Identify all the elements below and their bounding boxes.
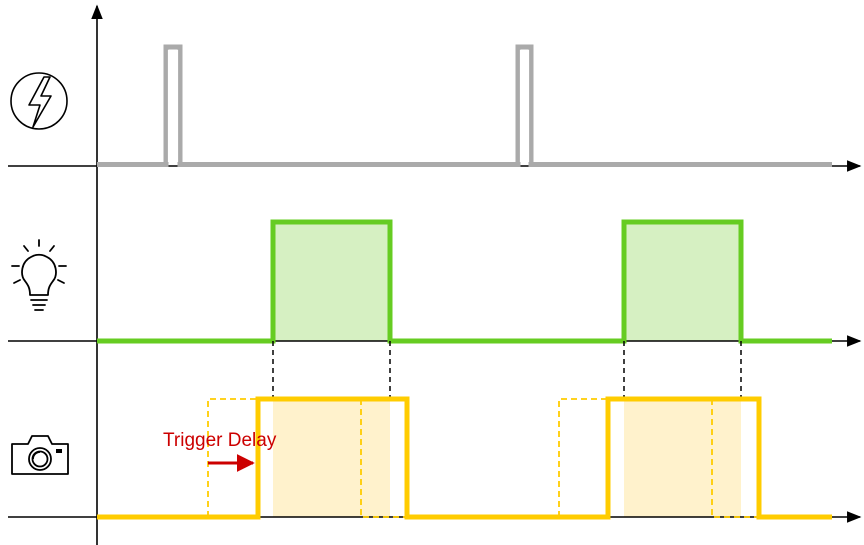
power-signal-inner bbox=[167, 49, 530, 162]
power-signal bbox=[97, 44, 832, 167]
lightning-bolt-icon bbox=[10, 72, 68, 130]
light-edge-guides bbox=[272, 341, 742, 399]
camera-exposure-1-fill bbox=[273, 399, 390, 517]
light-pulse-2-fill bbox=[624, 222, 741, 341]
camera-trigger-dashed bbox=[207, 398, 759, 518]
trigger-delay-label: Trigger Delay bbox=[163, 430, 277, 451]
camera-signal bbox=[97, 396, 832, 520]
light-bulb-icon bbox=[11, 239, 67, 311]
light-signal bbox=[97, 219, 832, 344]
light-pulse-1-fill bbox=[273, 222, 390, 341]
camera-exposure-2-fill bbox=[624, 399, 741, 517]
camera-icon bbox=[11, 435, 69, 475]
